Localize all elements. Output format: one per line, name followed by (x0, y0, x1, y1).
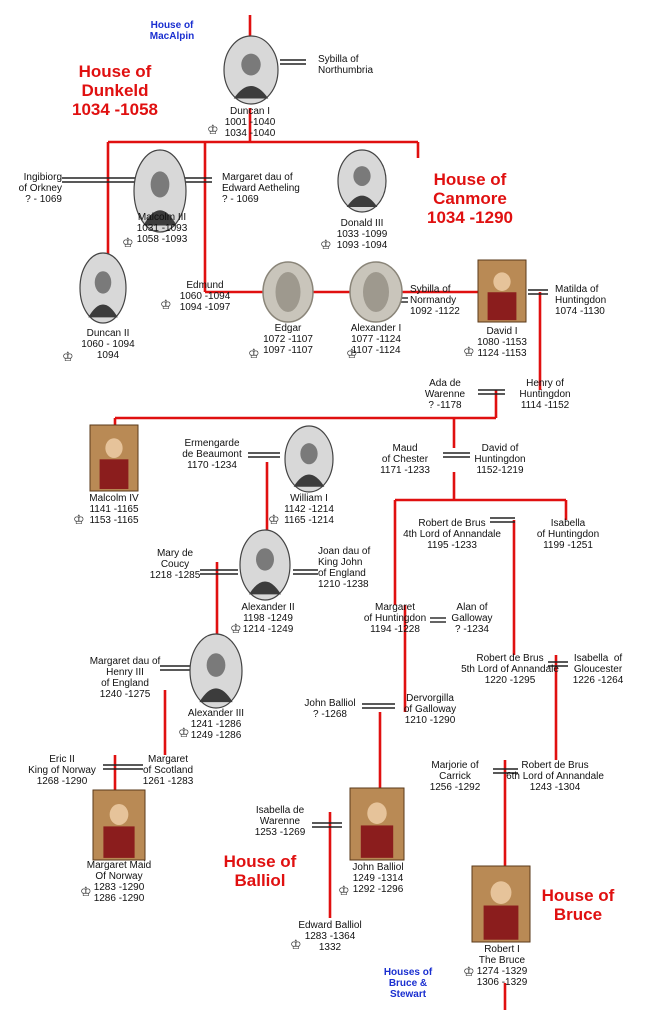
person-duncan1: Duncan I 1001 -1040 1034 -1040 (224, 106, 276, 139)
portrait-malcolm4 (89, 424, 139, 492)
person-david_h: David of Huntingdon 1152-1219 (474, 443, 526, 476)
crown-icon: ♔ (463, 964, 475, 979)
crown-icon: ♔ (62, 349, 74, 364)
crown-icon: ♔ (248, 346, 260, 361)
crown-icon: ♔ (338, 883, 350, 898)
crown-icon: ♔ (230, 621, 242, 636)
person-david1: David I 1080 -1153 1124 -1153 (477, 326, 527, 359)
person-alan: Alan of Galloway ? -1234 (451, 602, 493, 635)
person-margaret_henry: Margaret dau of Henry III of England 124… (89, 656, 161, 700)
crown-icon: ♔ (73, 512, 85, 527)
person-malcolm3: Malcolm III 1031 -1093 1058 -1093 (136, 212, 188, 245)
person-robert_brus6: Robert de Brus 6th Lord of Annandale 124… (506, 760, 604, 793)
portrait-malcolm3 (133, 149, 187, 233)
person-margaret_scot: Margaret of Scotland 1261 -1283 (142, 754, 194, 787)
crown-icon: ♔ (320, 237, 332, 252)
crown-icon: ♔ (290, 937, 302, 952)
person-edgar: Edgar 1072 -1107 1097 -1107 (263, 323, 313, 356)
crown-icon: ♔ (122, 235, 134, 250)
person-edward_balliol: Edward Balliol 1283 -1364 1332 (298, 920, 362, 953)
house-macalpin: House of MacAlpin (149, 20, 195, 42)
person-joan: Joan dau of King John of England 1210 -1… (318, 546, 371, 590)
person-alexander3: Alexander III 1241 -1286 1249 -1286 (187, 708, 245, 741)
person-sybilla_n: Sybilla of Northumbria (318, 54, 374, 76)
crown-icon: ♔ (463, 344, 475, 359)
person-alexander1: Alexander I 1077 -1124 1107 -1124 (350, 323, 402, 356)
person-duncan2: Duncan II 1060 - 1094 1094 (81, 328, 135, 361)
person-william1: William I 1142 -1214 1165 -1214 (284, 493, 334, 526)
crown-icon: ♔ (268, 512, 280, 527)
portrait-margaret_maid (92, 789, 146, 861)
person-robert1: Robert I The Bruce 1274 -1329 1306 -1329 (476, 944, 528, 988)
portrait-alexander3 (189, 633, 243, 709)
person-matilda: Matilda of Huntingdon 1074 -1130 (555, 284, 607, 317)
crown-icon: ♔ (207, 122, 219, 137)
person-maud: Maud of Chester 1171 -1233 (380, 443, 430, 476)
portrait-alexander2 (239, 529, 291, 601)
person-margaret_maid: Margaret Maid Of Norway 1283 -1290 1286 … (86, 860, 152, 904)
portrait-duncan2 (79, 252, 127, 324)
person-robert_brus5: Robert de Brus 5th Lord of Annandale 122… (461, 653, 559, 686)
person-marjorie: Marjorie of Carrick 1256 -1292 (429, 760, 481, 793)
person-donald3: Donald III 1033 -1099 1093 -1094 (336, 218, 388, 251)
person-robert_brus4: Robert de Brus 4th Lord of Annandale 119… (403, 518, 501, 551)
portrait-alexander1 (349, 261, 403, 323)
portrait-robert1 (471, 865, 531, 943)
portrait-duncan1 (223, 35, 279, 105)
crown-icon: ♔ (160, 297, 172, 312)
person-henry: Henry of Huntingdon 1114 -1152 (519, 378, 571, 411)
person-john_balliol: John Balliol 1249 -1314 1292 -1296 (352, 862, 404, 895)
person-dervorgilla: Dervorgilla of Galloway 1210 -1290 (403, 693, 457, 726)
house-bruce-stewart: Houses of Bruce & Stewart (383, 967, 433, 1000)
portrait-donald3 (337, 149, 387, 213)
person-mary_coucy: Mary de Coucy 1218 -1285 (149, 548, 201, 581)
person-ermengarde: Ermengarde de Beaumont 1170 -1234 (182, 438, 242, 471)
person-margaret_e: Margaret dau of Edward Aetheling ? - 106… (222, 172, 300, 205)
portrait-william1 (284, 425, 334, 493)
person-ingibiorg: Ingibiorg of Orkney ? - 1069 (18, 172, 62, 205)
house-dunkeld: House of Dunkeld 1034 -1058 (71, 62, 159, 119)
person-alexander2: Alexander II 1198 -1249 1214 -1249 (241, 602, 295, 635)
person-john_balliol_f: John Balliol ? -1268 (304, 698, 356, 720)
crown-icon: ♔ (80, 884, 92, 899)
house-balliol: House of Balliol (223, 852, 297, 890)
person-isabella_h: Isabella of Huntingdon 1199 -1251 (536, 518, 600, 551)
crown-icon: ♔ (178, 725, 190, 740)
person-edmund: Edmund 1060 -1094 1094 -1097 (179, 280, 231, 313)
house-canmore: House of Canmore 1034 -1290 (426, 170, 514, 227)
crown-icon: ♔ (346, 346, 358, 361)
person-malcolm4: Malcolm IV 1141 -1165 1153 -1165 (89, 493, 139, 526)
portrait-john_balliol (349, 787, 405, 861)
person-eric2: Eric II King of Norway 1268 -1290 (28, 754, 96, 787)
house-bruce: House of Bruce (541, 886, 615, 924)
person-sybilla_norm: Sybilla of Normandy 1092 -1122 (410, 284, 460, 317)
portrait-edgar (262, 261, 314, 323)
person-isabella_g: Isabella of Gloucester 1226 -1264 (572, 653, 624, 686)
person-ada: Ada de Warenne ? -1178 (424, 378, 466, 411)
person-margaret_h: Margaret of Huntingdon 1194 -1228 (363, 602, 427, 635)
person-isabella_w: Isabella de Warenne 1253 -1269 (254, 805, 306, 838)
portrait-david1 (477, 259, 527, 323)
